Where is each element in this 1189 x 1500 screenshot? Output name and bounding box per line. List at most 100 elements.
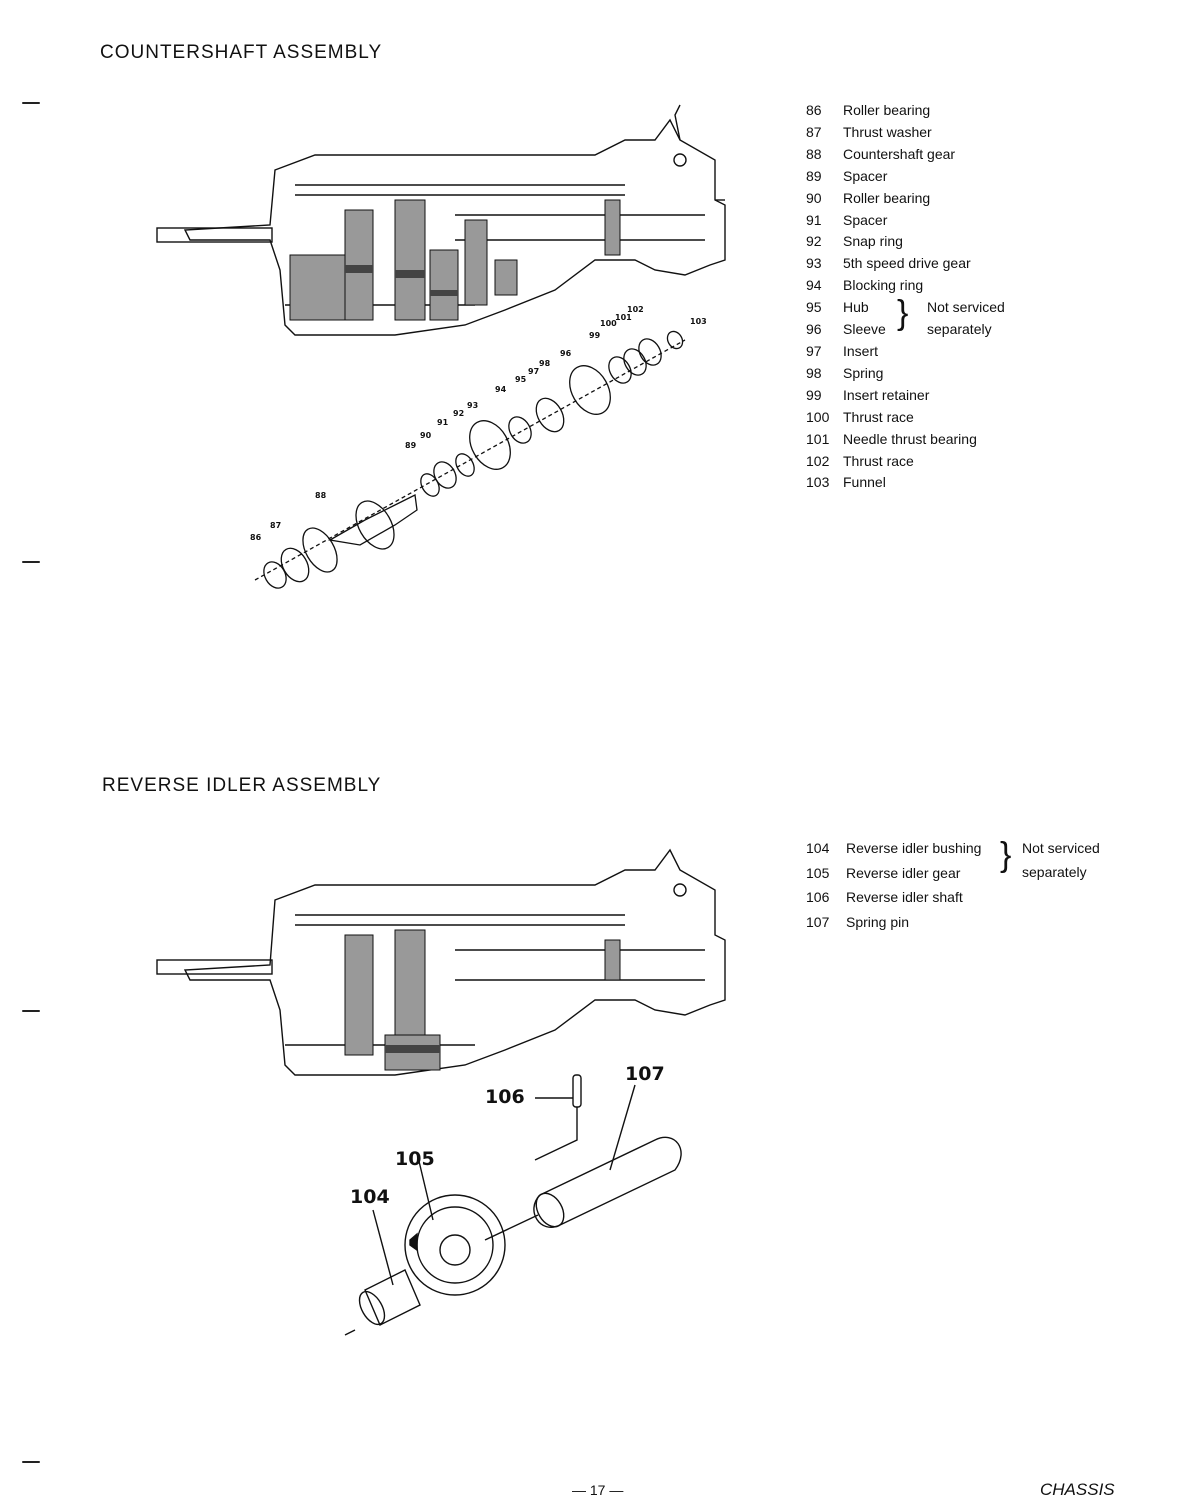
part-name: Funnel	[843, 474, 886, 491]
callout-99: 99	[589, 331, 601, 340]
part-name: Thrust race	[843, 408, 914, 425]
reverse-idler-diagram: 106 107 105 104	[156, 848, 726, 1336]
part-row: 87 Thrust washer	[806, 122, 977, 144]
part-number: 87	[806, 123, 822, 140]
part-number: 99	[806, 386, 822, 403]
part-name: Hub	[843, 299, 869, 316]
hub-sleeve-note: Not serviced separately	[927, 296, 1005, 340]
callout-93: 93	[467, 401, 478, 410]
part-name: Reverse idler shaft	[846, 889, 963, 905]
part-row: 99 Insert retainer	[806, 385, 977, 407]
part-row: 94 Blocking ring	[806, 275, 977, 297]
part-number: 89	[806, 167, 822, 184]
part-number: 91	[806, 211, 822, 228]
note-line-1: Not serviced	[1022, 840, 1100, 856]
part-number: 90	[806, 189, 822, 206]
callout-92: 92	[453, 409, 464, 418]
part-name: Reverse idler gear	[846, 864, 961, 881]
part-name: Snap ring	[843, 233, 903, 250]
part-name: Countershaft gear	[843, 145, 956, 162]
part-name: Spring pin	[846, 913, 910, 930]
callout-97: 97	[528, 367, 539, 376]
part-number: 101	[806, 430, 830, 447]
part-number: 98	[806, 364, 822, 381]
part-name: Sleeve	[843, 321, 886, 338]
part-name: 5th speed drive gear	[843, 255, 971, 272]
part-number: 94	[806, 277, 822, 294]
part-name: Reverse idler bushing	[846, 840, 982, 856]
part-name: Needle thrust bearing	[843, 430, 977, 447]
callout-89: 89	[405, 441, 417, 450]
margin-mark	[22, 102, 40, 104]
part-name: Spacer	[843, 211, 888, 228]
note-line-2: separately	[1022, 864, 1087, 880]
callout-100: 100	[600, 319, 617, 328]
part-name: Insert retainer	[843, 386, 930, 403]
margin-mark	[22, 1461, 40, 1463]
callout-90: 90	[420, 431, 432, 440]
part-row: 106 Reverse idler shaft	[806, 885, 981, 910]
callout-107: 107	[625, 1063, 665, 1085]
callout-86: 86	[250, 533, 262, 542]
countershaft-diagram: 86 87 88 89 90 91 92 93 94 95 97 98 96 9…	[156, 104, 726, 589]
part-number: 100	[806, 408, 830, 425]
part-row: 100 Thrust race	[806, 407, 977, 429]
part-name: Spring	[843, 364, 884, 381]
part-number: 92	[806, 233, 822, 250]
countershaft-heading: COUNTERSHAFT ASSEMBLY	[100, 42, 383, 63]
callout-95: 95	[515, 375, 527, 384]
part-row: 107 Spring pin	[806, 910, 981, 935]
part-row: 93 5th speed drive gear	[806, 253, 977, 275]
callout-101: 101	[615, 313, 632, 322]
part-row: 98 Spring	[806, 363, 977, 385]
bushing-gear-note: Not serviced separately	[1022, 836, 1100, 884]
part-row: 103 Funnel	[806, 472, 977, 494]
part-row: 92 Snap ring	[806, 231, 977, 253]
callout-87: 87	[270, 521, 281, 530]
callout-98: 98	[539, 359, 551, 368]
part-number: 105	[806, 864, 830, 881]
margin-mark	[22, 1010, 40, 1012]
part-number: 102	[806, 452, 830, 469]
callout-104: 104	[350, 1186, 390, 1208]
part-name: Blocking ring	[843, 277, 924, 294]
part-name: Spacer	[843, 167, 888, 184]
part-name: Roller bearing	[843, 189, 931, 206]
part-name: Thrust washer	[843, 123, 932, 140]
part-row: 88 Countershaft gear	[806, 144, 977, 166]
margin-mark	[22, 561, 40, 563]
part-row: 97 Insert	[806, 341, 977, 363]
callout-91: 91	[437, 418, 449, 427]
note-line-2: separately	[927, 321, 992, 337]
reverse-idler-heading: REVERSE IDLER ASSEMBLY	[102, 775, 382, 796]
callout-103: 103	[690, 317, 707, 326]
brace-icon: }	[1000, 836, 1012, 874]
callout-88: 88	[315, 491, 327, 500]
page-number: — 17 —	[572, 1482, 624, 1498]
part-number: 96	[806, 321, 822, 338]
part-row: 91 Spacer	[806, 210, 977, 232]
callout-105: 105	[395, 1148, 435, 1170]
part-name: Thrust race	[843, 452, 914, 469]
part-number: 86	[806, 102, 822, 118]
part-number: 97	[806, 342, 822, 359]
note-line-1: Not serviced	[927, 299, 1005, 315]
part-number: 103	[806, 474, 830, 491]
part-name: Insert	[843, 342, 879, 359]
brace-icon: }	[897, 294, 909, 332]
part-row: 96 Sleeve	[806, 319, 977, 341]
part-row: 89 Spacer	[806, 166, 977, 188]
part-row: 101 Needle thrust bearing	[806, 429, 977, 451]
callout-106: 106	[485, 1086, 525, 1108]
callout-96: 96	[560, 349, 572, 358]
callout-102: 102	[627, 305, 644, 314]
part-number: 88	[806, 145, 822, 162]
part-number: 93	[806, 255, 822, 272]
part-number: 106	[806, 889, 830, 905]
part-number: 107	[806, 913, 830, 930]
